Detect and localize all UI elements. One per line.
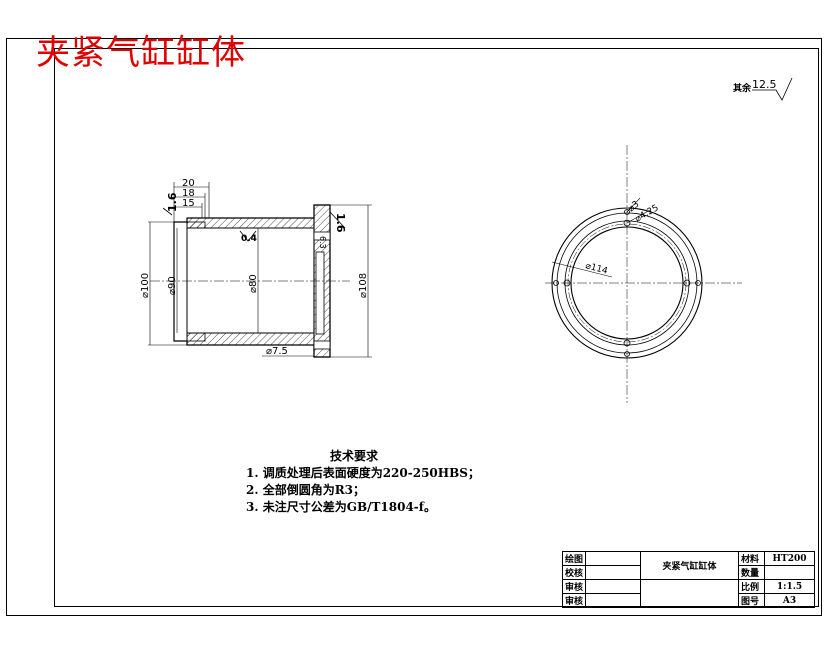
dim-d108: ⌀108	[358, 273, 369, 298]
title-block: 绘图 夹紧气缸缸体 材料 HT200 校核 数量 审核 比例 1:1.5 审核 …	[561, 551, 816, 608]
roughness-top: 1.6	[166, 192, 179, 212]
row-label-draw: 绘图	[561, 551, 587, 566]
drawing-no-value: A3	[764, 593, 816, 608]
material-value: HT200	[764, 551, 816, 566]
label-d114: ⌀114	[584, 261, 609, 277]
section-view: 20 18 15 1.6 1.6 0.4 6.3 ⌀100 ⌀90 ⌀80 ⌀1…	[140, 178, 372, 358]
outer-border	[6, 38, 822, 616]
hole-bottom	[623, 339, 631, 347]
bore-circle	[570, 226, 684, 340]
left-ring-top	[186, 221, 206, 229]
left-ring-bottom	[186, 332, 206, 342]
scale-label: 比例	[738, 579, 766, 594]
part-name: 夹紧气缸缸体	[640, 551, 740, 580]
roughness-note: 其余 12.5	[733, 77, 793, 101]
dim-20: 20	[182, 178, 195, 189]
drawing-no-label: 图号	[738, 593, 766, 608]
flange-bore	[315, 251, 325, 335]
dim-d100: ⌀100	[140, 273, 151, 298]
tech-item-1: 1. 调质处理后表面硬度为220-250HBS；	[246, 466, 480, 480]
quantity-value	[764, 565, 816, 580]
port-hole-bottom	[313, 340, 331, 350]
dim-d80: ⌀80	[248, 274, 259, 293]
dim-18: 18	[182, 188, 195, 199]
roughness-note-value: 12.5	[752, 78, 777, 91]
row-label-review: 审核	[561, 579, 587, 594]
pitch-circle	[567, 223, 687, 343]
top-wall	[186, 217, 315, 229]
port-left	[553, 280, 559, 286]
top-dimensions: 20 18 15	[173, 178, 210, 222]
port-top	[624, 209, 630, 215]
roughness-small: 6.3	[318, 236, 327, 249]
port-right	[695, 280, 701, 286]
tech-requirements: 技术要求 1. 调质处理后表面硬度为220-250HBS； 2. 全部倒圆角为R…	[246, 448, 480, 516]
roughness-note-label: 其余	[733, 82, 752, 94]
dim-15: 15	[182, 198, 195, 209]
dim-d90: ⌀90	[167, 276, 178, 295]
hole-left	[563, 279, 571, 287]
dim-d7-5: ⌀7.5	[266, 346, 288, 357]
end-view: ⌀3 ⌀4.25 ⌀114	[545, 145, 742, 403]
tech-item-3: 3. 未注尺寸公差为GB/T1804-f。	[246, 500, 436, 514]
material-label: 材料	[738, 551, 766, 566]
drawing-frame	[54, 48, 819, 607]
port-hole-top	[313, 231, 331, 241]
row-label-check: 校核	[561, 565, 587, 580]
scale-value: 1:1.5	[764, 579, 816, 594]
port-bottom	[624, 351, 630, 357]
tech-heading: 技术要求	[330, 449, 379, 463]
tech-item-2: 2. 全部倒圆角为R3；	[246, 483, 366, 497]
roughness-symbol	[752, 77, 793, 101]
bottom-wall	[186, 332, 315, 346]
outer-circle	[551, 207, 703, 359]
third-circle	[564, 220, 690, 346]
second-circle	[556, 212, 698, 354]
hole-right	[683, 279, 691, 287]
row-label-approve: 审核	[561, 593, 587, 608]
quantity-label: 数量	[738, 565, 766, 580]
hole-top	[623, 219, 631, 227]
drawing-title: 夹紧气缸缸体	[36, 33, 246, 73]
roughness-inner: 0.4	[241, 234, 257, 244]
